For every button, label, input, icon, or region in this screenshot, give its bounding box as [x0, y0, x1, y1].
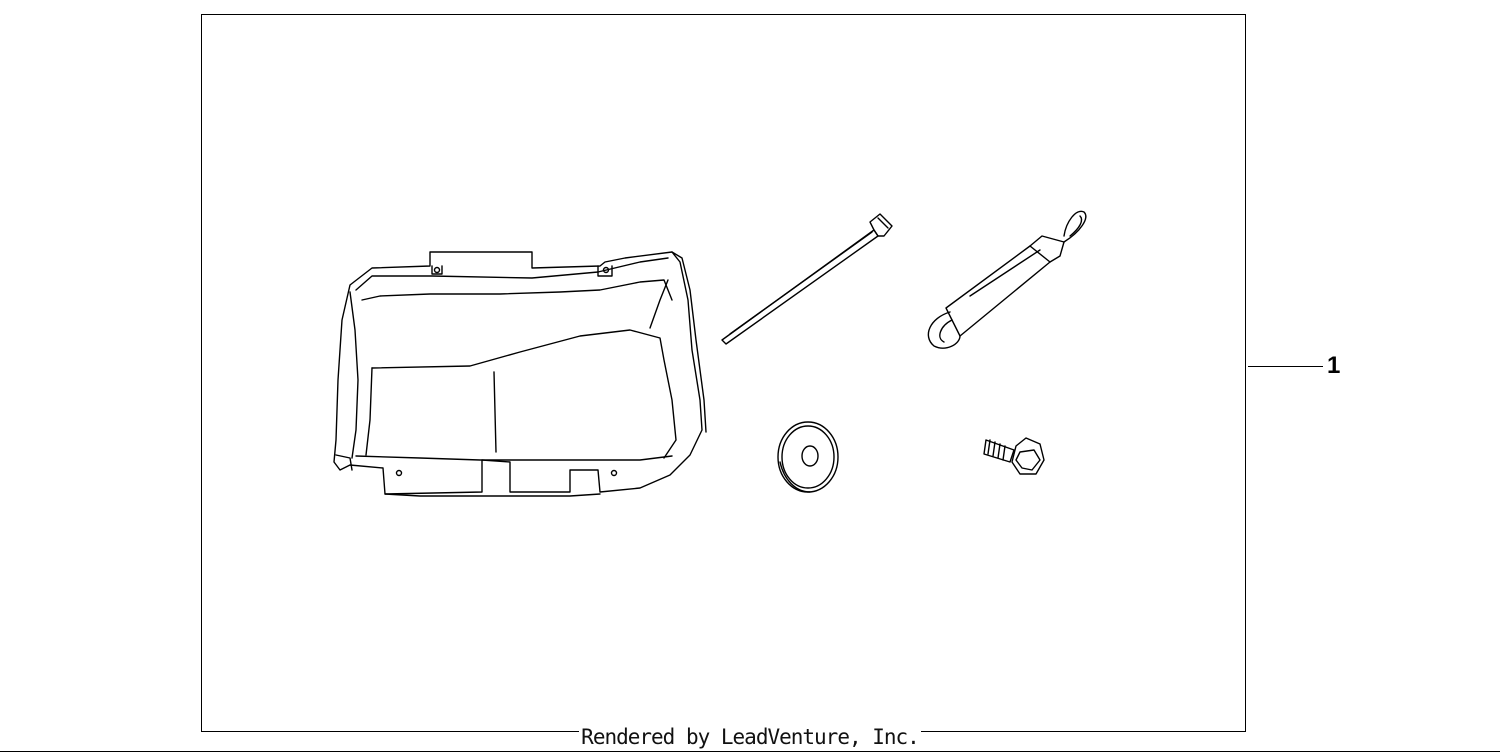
- washer-icon: [777, 421, 839, 493]
- footer-credit-wrapper: Rendered by LeadVenture, Inc.: [0, 724, 1500, 750]
- footer-divider: [0, 751, 1500, 752]
- strap-loop-icon: [927, 210, 1087, 349]
- callout-leader-line: [1248, 366, 1323, 367]
- mud-guard-panel-icon: [333, 251, 707, 497]
- footer-credit: Rendered by LeadVenture, Inc.: [579, 725, 921, 749]
- bolt-icon: [983, 437, 1045, 475]
- cable-tie-icon: [721, 213, 893, 345]
- callout-number: 1: [1327, 352, 1341, 379]
